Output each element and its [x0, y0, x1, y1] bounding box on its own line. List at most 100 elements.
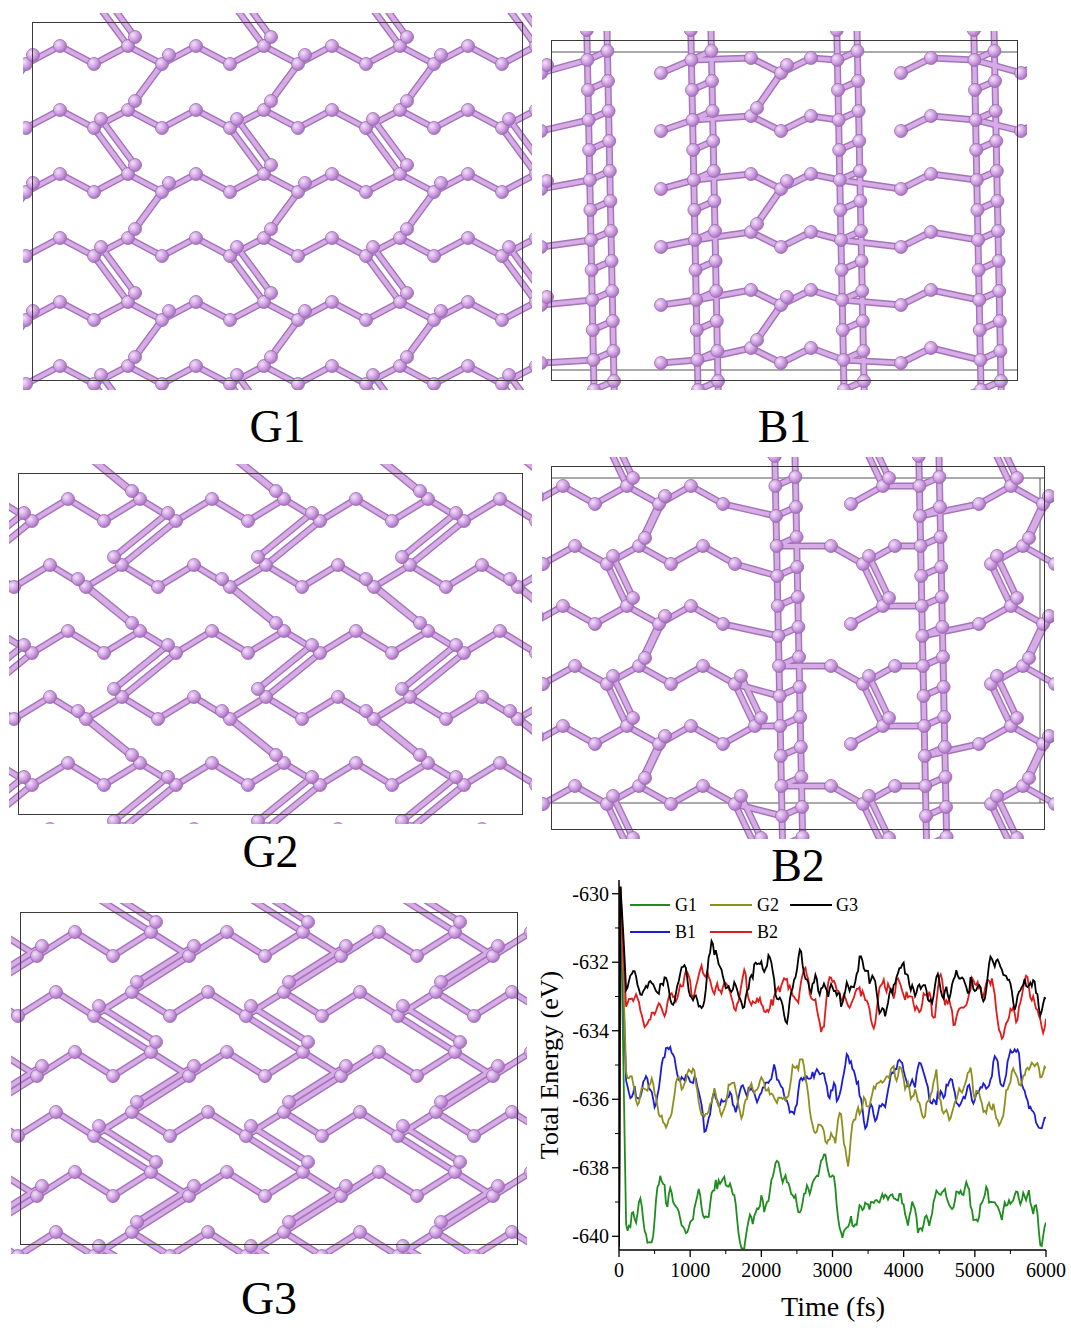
atom [530, 168, 533, 181]
atom [606, 285, 619, 298]
bond [991, 564, 1011, 606]
bond [931, 290, 979, 300]
atom [306, 771, 319, 784]
atom [992, 225, 1005, 238]
atom [895, 241, 908, 254]
bond [931, 290, 979, 300]
atom [975, 384, 988, 391]
atom [152, 713, 165, 726]
bond [509, 13, 532, 37]
bond [9, 645, 24, 689]
bond [542, 240, 591, 247]
atom [326, 104, 339, 117]
bond [931, 348, 980, 360]
atom [655, 125, 668, 138]
atom [62, 625, 75, 638]
bond [135, 55, 169, 101]
bond [869, 676, 889, 718]
atom [54, 40, 67, 53]
atom [503, 113, 516, 126]
bond [402, 513, 456, 557]
bond [502, 366, 532, 384]
atom [360, 573, 373, 586]
bond [723, 504, 776, 516]
atom [44, 823, 57, 825]
bond-fill [542, 31, 1027, 390]
atom [603, 165, 616, 178]
atom [428, 122, 441, 135]
atom [428, 378, 441, 391]
atom [991, 195, 1004, 208]
bond [407, 183, 441, 229]
bond [114, 645, 168, 689]
bond [271, 311, 305, 357]
bond [931, 348, 980, 360]
cell-edge [551, 370, 1018, 371]
atom [95, 241, 108, 254]
bond [613, 556, 633, 598]
atom [296, 713, 309, 726]
bond [997, 676, 1017, 718]
atom [705, 45, 718, 58]
atom [350, 625, 363, 638]
bond [9, 763, 32, 785]
atom [62, 757, 75, 770]
atom [690, 324, 703, 337]
atom [332, 823, 345, 825]
atom [605, 225, 618, 238]
atom [496, 314, 509, 327]
atom [853, 165, 866, 178]
atom [530, 647, 533, 660]
bond [78, 464, 132, 491]
atom [242, 515, 255, 528]
atom [687, 144, 700, 157]
bond-outline [542, 457, 1054, 839]
atom [925, 168, 938, 181]
bond [407, 311, 441, 357]
bond [9, 499, 32, 521]
bond [757, 181, 787, 224]
atom [95, 113, 108, 126]
atom [684, 31, 697, 37]
atom [972, 234, 985, 247]
atom [396, 683, 409, 696]
atom [496, 58, 509, 71]
atoms [23, 13, 532, 390]
atom [292, 378, 305, 391]
atom [98, 647, 111, 660]
atomic-structure [542, 31, 1027, 390]
atom [655, 67, 668, 80]
bond [645, 736, 665, 778]
atom [231, 113, 244, 126]
atom [781, 175, 794, 188]
bond [542, 360, 593, 363]
atom [857, 345, 870, 358]
atom [292, 122, 305, 135]
bond [757, 297, 787, 340]
atom [530, 779, 533, 792]
atom [831, 54, 844, 67]
atom [27, 305, 40, 318]
atom [925, 342, 938, 355]
atom [54, 360, 67, 373]
atom [581, 54, 594, 67]
atom [98, 779, 111, 792]
atom [968, 54, 981, 67]
atom [88, 314, 101, 327]
bond [407, 183, 441, 229]
atom [350, 757, 363, 770]
bond [407, 55, 441, 101]
atom [265, 223, 278, 236]
atom [895, 183, 908, 196]
atom [440, 581, 453, 594]
atom [18, 507, 31, 520]
atom [751, 334, 764, 347]
atom [712, 375, 725, 388]
bond [607, 684, 627, 726]
atom [833, 144, 846, 157]
atom [970, 174, 983, 187]
atom [691, 354, 704, 367]
bond [723, 504, 776, 516]
atom [440, 713, 453, 726]
bond [510, 711, 532, 755]
